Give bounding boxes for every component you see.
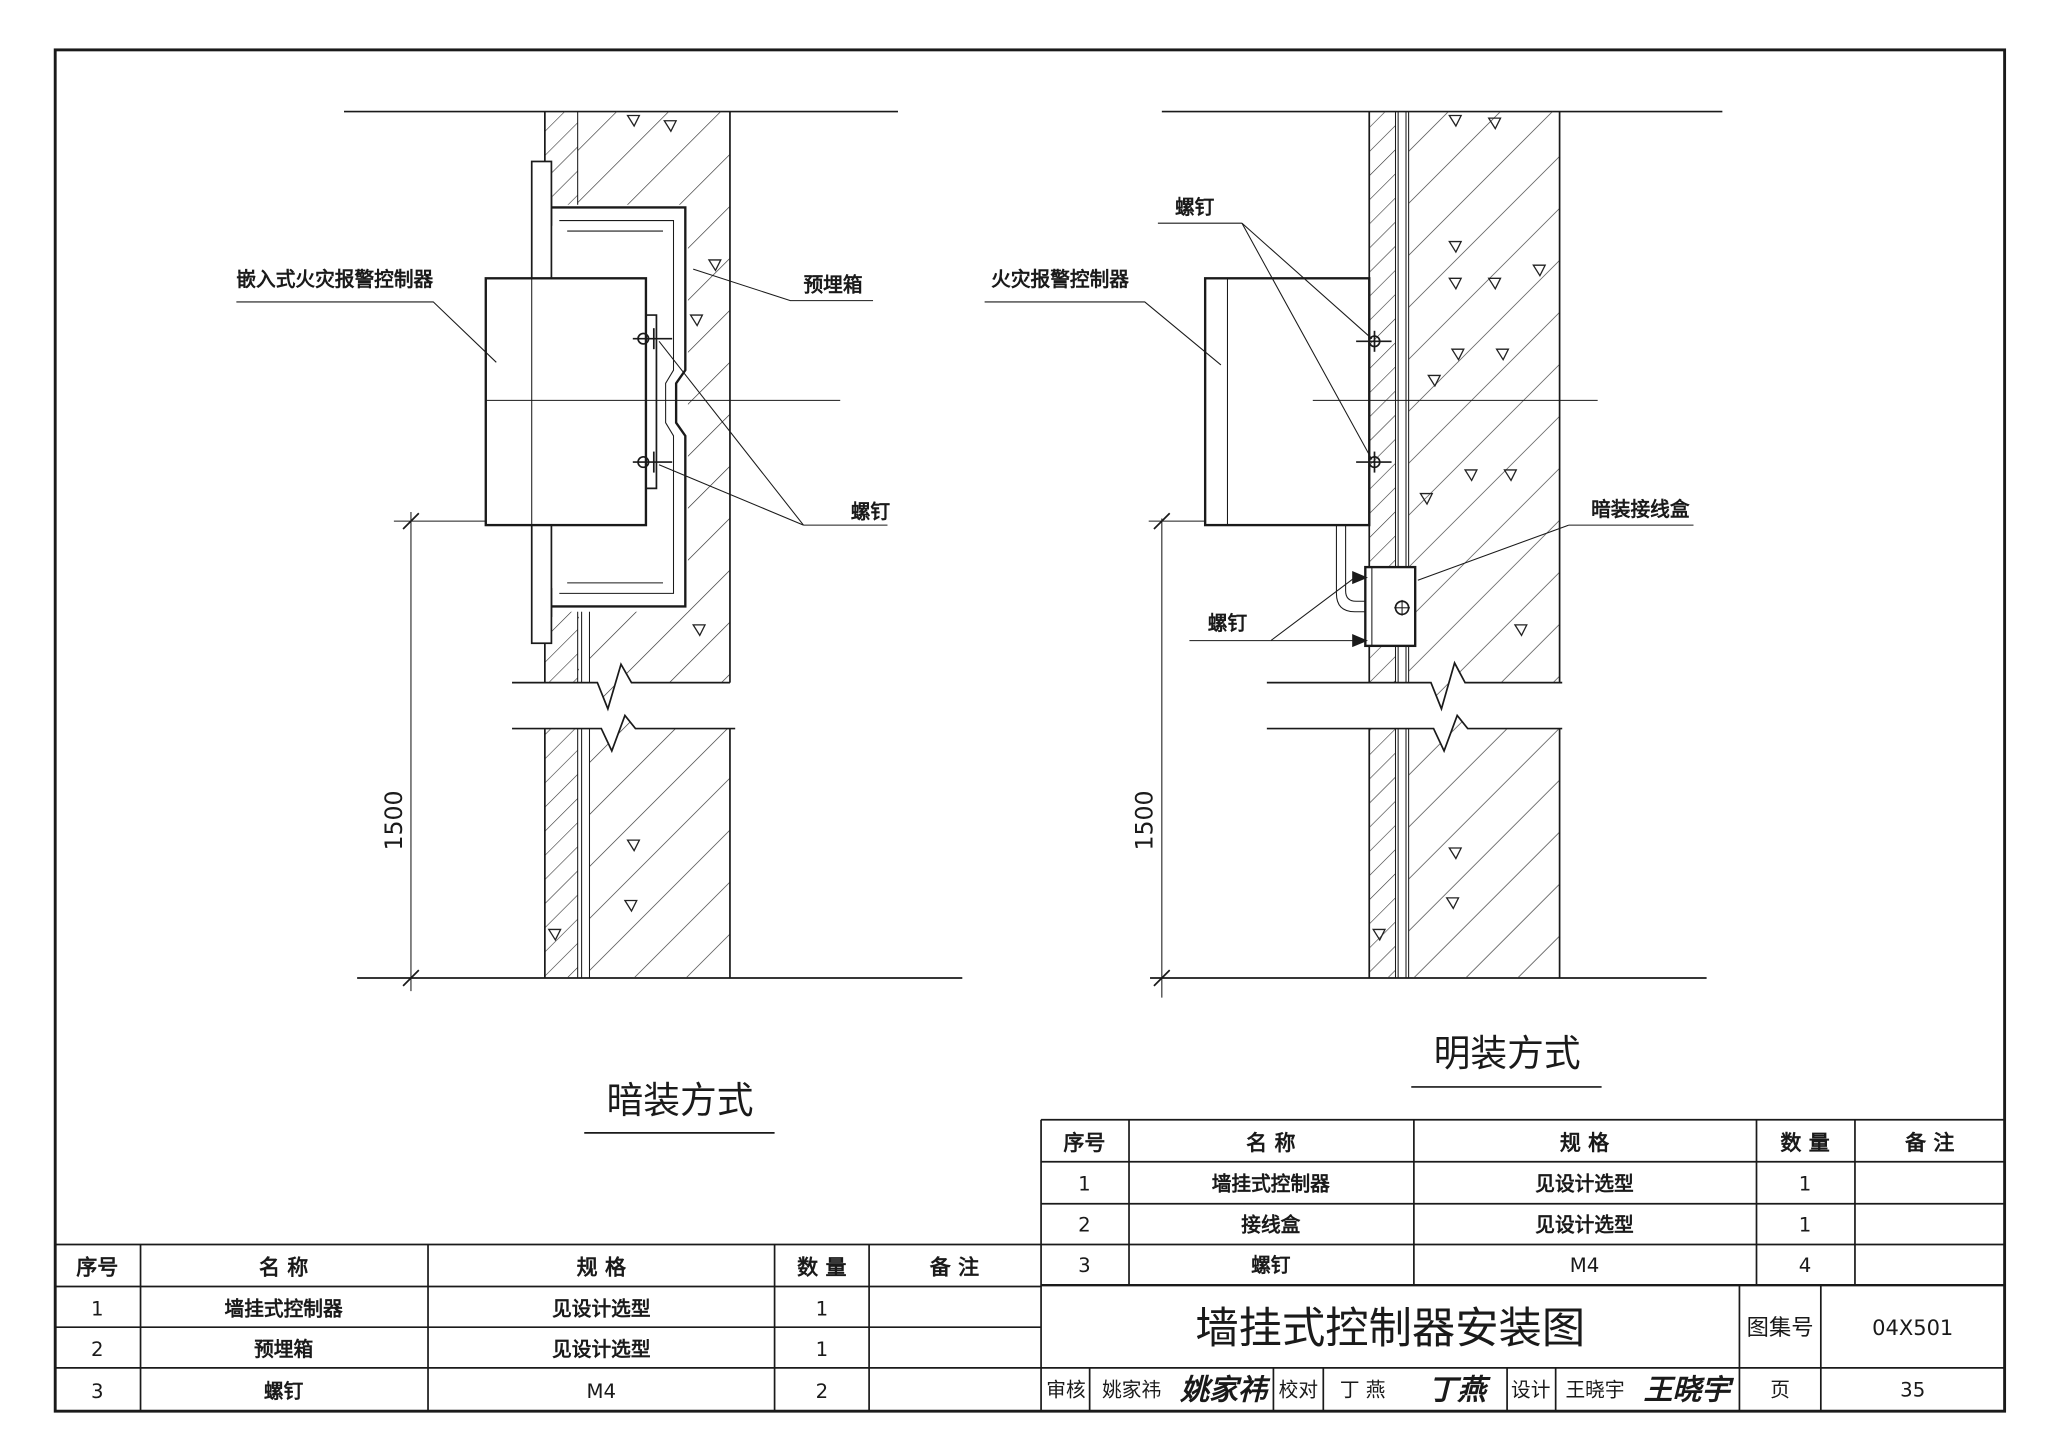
table-cell: 1	[1799, 1173, 1812, 1196]
table-cell: 2	[816, 1380, 829, 1403]
table-cell: 见设计选型	[1535, 1213, 1634, 1236]
table-header: 序号	[76, 1256, 118, 1280]
screw-icon	[1352, 634, 1368, 648]
table-cell: M4	[1570, 1254, 1600, 1277]
designer-signature: 王晓宇	[1644, 1372, 1735, 1406]
review-label: 审核	[1046, 1379, 1085, 1402]
dimension-text: 1500	[1131, 790, 1159, 850]
label-screw: 螺钉	[851, 501, 891, 524]
height-dimension: 1500	[380, 511, 486, 992]
table-cell: 见设计选型	[552, 1338, 651, 1361]
leader-line	[1189, 577, 1356, 642]
material-table-concealed: 序号 名 称 规 格 数 量 备 注 1 墙挂式控制器 见设计选型 1 2 预埋…	[55, 1243, 1042, 1412]
leader-line	[658, 340, 888, 526]
leader-line	[984, 301, 1222, 366]
screw-icon	[1356, 330, 1392, 352]
conduit	[581, 606, 591, 978]
embedded-controller-body	[484, 277, 648, 527]
table-cell: 2	[1078, 1213, 1091, 1236]
view-title: 暗装方式	[607, 1079, 754, 1122]
view-title: 明装方式	[1434, 1032, 1581, 1075]
leader-line	[236, 301, 497, 363]
sheet-title: 墙挂式控制器安装图	[1195, 1304, 1585, 1354]
surface-controller-body	[1203, 277, 1371, 527]
screw-icon	[1356, 451, 1392, 473]
label-screw-upper: 螺钉	[1175, 196, 1215, 219]
table-cell: 1	[816, 1297, 829, 1320]
leader-line	[1417, 524, 1694, 581]
designer-name: 王晓宇	[1566, 1379, 1625, 1402]
table-cell: 墙挂式控制器	[225, 1297, 343, 1320]
screw-icon	[1352, 571, 1368, 585]
material-table-surface: 序号 名 称 规 格 数 量 备 注 1 墙挂式控制器 见设计选型 1 2 接线…	[1040, 1118, 2005, 1412]
table-header: 备 注	[1904, 1131, 1954, 1155]
label-junction-box: 暗装接线盒	[1591, 498, 1690, 521]
label-screw-lower: 螺钉	[1208, 612, 1248, 635]
design-label: 设计	[1511, 1379, 1550, 1402]
table-cell: 见设计选型	[1535, 1173, 1634, 1196]
sheet-frame	[53, 48, 2007, 1413]
table-cell: 4	[1799, 1254, 1812, 1277]
table-cell: 1	[1078, 1173, 1091, 1196]
table-header: 名 称	[1246, 1131, 1295, 1155]
surface-mount-view: 1500 螺钉 火灾报警控制器 暗装接线盒 螺钉 明装方式	[984, 110, 1723, 1088]
table-cell: 1	[1799, 1213, 1812, 1236]
leader-line	[1157, 222, 1373, 460]
table-cell: 3	[1078, 1254, 1091, 1277]
table-header: 备 注	[929, 1256, 979, 1280]
atlas-number: 04X501	[1872, 1316, 1953, 1340]
screw-icon	[632, 328, 673, 350]
table-header: 规 格	[1560, 1131, 1610, 1155]
height-dimension: 1500	[1131, 512, 1206, 998]
label-embedded-controller: 嵌入式火灾报警控制器	[236, 268, 433, 291]
checker-signature: 丁燕	[1428, 1372, 1491, 1406]
reviewer-signature: 姚家祎	[1179, 1372, 1271, 1406]
reviewer-name: 姚家祎	[1102, 1379, 1161, 1402]
table-cell: 螺钉	[1251, 1254, 1291, 1277]
table-cell: 墙挂式控制器	[1212, 1173, 1330, 1196]
table-cell: 见设计选型	[552, 1297, 651, 1320]
page-label: 页	[1770, 1379, 1790, 1402]
table-cell: 1	[91, 1297, 104, 1320]
table-header: 数 量	[1780, 1131, 1829, 1155]
aggregate-marks	[1372, 114, 1547, 942]
table-cell: M4	[587, 1380, 617, 1403]
page-number: 35	[1900, 1379, 1925, 1402]
table-cell: 接线盒	[1241, 1213, 1300, 1236]
table-header: 名 称	[259, 1256, 308, 1280]
junction-box	[1364, 565, 1417, 648]
table-header: 规 格	[577, 1256, 627, 1280]
table-cell: 螺钉	[264, 1380, 304, 1403]
label-embedded-box: 预埋箱	[803, 273, 862, 296]
table-cell: 1	[816, 1338, 829, 1361]
table-header: 序号	[1063, 1131, 1105, 1155]
table-cell: 预埋箱	[254, 1338, 313, 1361]
label-surface-controller: 火灾报警控制器	[991, 268, 1129, 291]
screw-icon	[632, 451, 673, 473]
dimension-text: 1500	[380, 790, 408, 850]
wall-section	[1266, 111, 1563, 978]
atlas-label: 图集号	[1747, 1315, 1814, 1341]
aggregate-marks	[547, 114, 722, 942]
table-cell: 3	[91, 1380, 104, 1403]
leader-line	[693, 268, 874, 302]
table-cell: 2	[91, 1338, 104, 1361]
check-label: 校对	[1279, 1379, 1318, 1402]
checker-name: 丁 燕	[1340, 1379, 1386, 1402]
title-block: 墙挂式控制器安装图 图集号 04X501 审核 姚家祎 姚家祎 校对 丁 燕 丁…	[1041, 1283, 2005, 1412]
table-header: 数 量	[797, 1256, 846, 1280]
concealed-mount-view: 1500 嵌入式火灾报警控制器 预埋箱 螺钉 暗装方式	[236, 110, 963, 1134]
mounting-bracket	[645, 314, 658, 490]
